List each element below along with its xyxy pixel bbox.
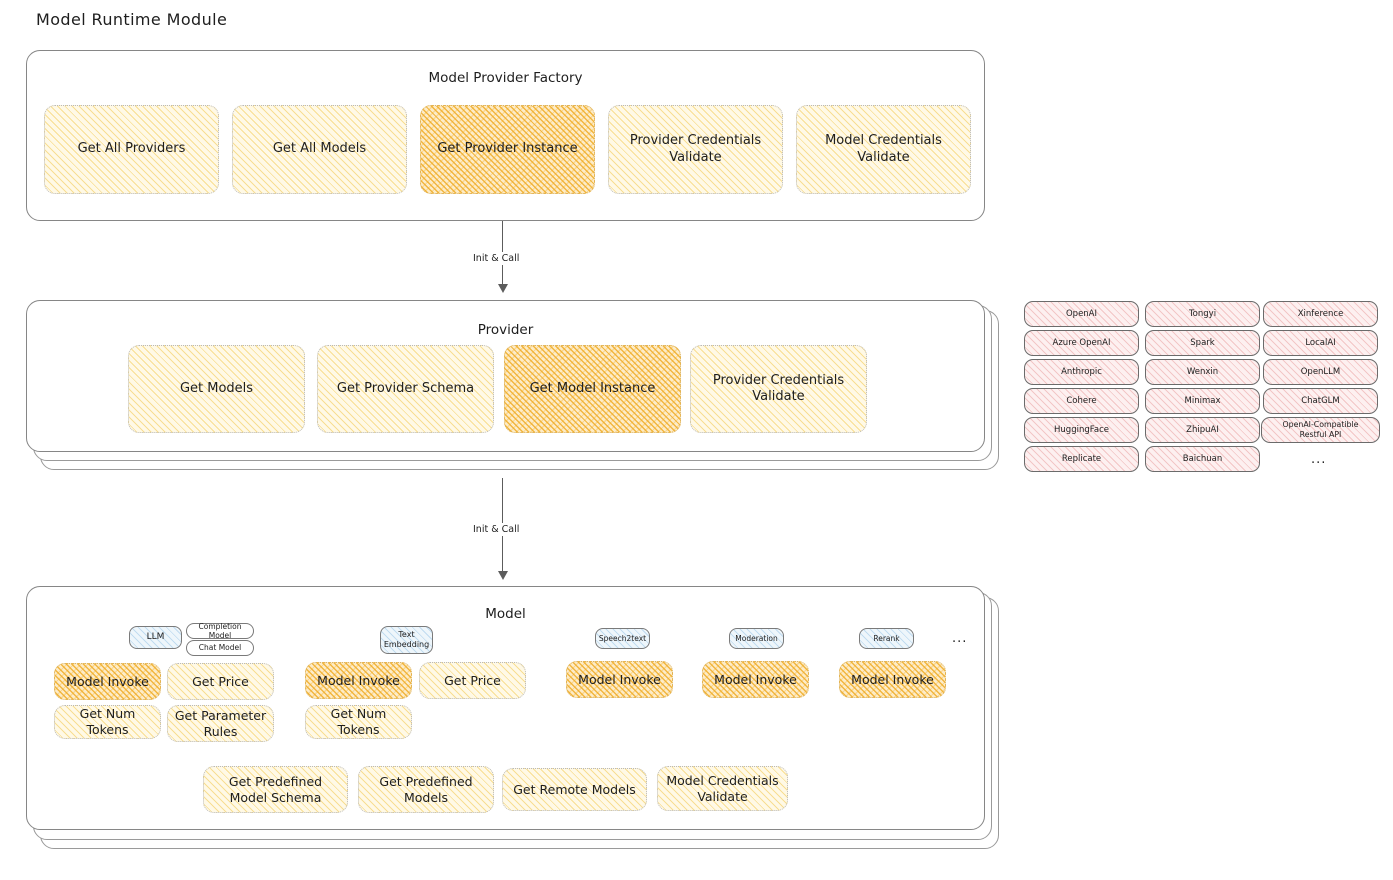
provider-chip-huggingface[interactable]: HuggingFace bbox=[1024, 417, 1139, 443]
provider-chip-openai-compatible-restful-api[interactable]: OpenAI-Compatible Restful API bbox=[1261, 417, 1380, 443]
provider-chip-spark[interactable]: Spark bbox=[1145, 330, 1260, 356]
provider-chip-azure-openai[interactable]: Azure OpenAI bbox=[1024, 330, 1139, 356]
model-type-tag-rerank[interactable]: Rerank bbox=[859, 628, 914, 649]
model-provider-factory-title: Model Provider Factory bbox=[428, 70, 583, 86]
provider-chip-zhipuai[interactable]: ZhipuAI bbox=[1145, 417, 1260, 443]
node-llm-get-price[interactable]: Get Price bbox=[167, 663, 274, 700]
model-subtag-completion-model[interactable]: Completion Model bbox=[186, 622, 254, 640]
model-type-tag-speech2text[interactable]: Speech2text bbox=[595, 628, 650, 649]
provider-chip-openllm[interactable]: OpenLLM bbox=[1263, 359, 1378, 385]
node-get-provider-instance[interactable]: Get Provider Instance bbox=[420, 105, 595, 194]
node-get-remote-models[interactable]: Get Remote Models bbox=[502, 768, 647, 811]
arrow-provider-to-model-head bbox=[498, 571, 508, 580]
node-text-embedding-get-num-tokens[interactable]: Get Num Tokens bbox=[305, 705, 412, 739]
provider-chip-xinference[interactable]: Xinference bbox=[1263, 301, 1378, 327]
provider-chip-replicate[interactable]: Replicate bbox=[1024, 446, 1139, 472]
arrow-factory-to-provider-label: Init & Call bbox=[470, 252, 523, 265]
provider-chip-baichuan[interactable]: Baichuan bbox=[1145, 446, 1260, 472]
node-get-all-models[interactable]: Get All Models bbox=[232, 105, 407, 194]
node-llm-get-parameter-rules[interactable]: Get Parameter Rules bbox=[167, 705, 274, 742]
page-title: Model Runtime Module bbox=[36, 10, 228, 29]
node-llm-get-num-tokens[interactable]: Get Num Tokens bbox=[54, 705, 161, 739]
node-moderation-model-invoke[interactable]: Model Invoke bbox=[702, 661, 809, 698]
model-title: Model bbox=[485, 606, 526, 622]
provider-chip-wenxin[interactable]: Wenxin bbox=[1145, 359, 1260, 385]
node-get-provider-schema[interactable]: Get Provider Schema bbox=[317, 345, 494, 433]
arrow-factory-to-provider-head bbox=[498, 284, 508, 293]
node-get-predefined-models[interactable]: Get Predefined Models bbox=[358, 766, 494, 813]
model-subtag-chat-model[interactable]: Chat Model bbox=[186, 640, 254, 656]
model-type-tag-llm[interactable]: LLM bbox=[129, 626, 182, 649]
node-text-embedding-get-price[interactable]: Get Price bbox=[419, 662, 526, 699]
node-rerank-model-invoke[interactable]: Model Invoke bbox=[839, 661, 946, 698]
model-type-tag-moderation[interactable]: Moderation bbox=[729, 628, 784, 649]
provider-chip-anthropic[interactable]: Anthropic bbox=[1024, 359, 1139, 385]
provider-chip-localai[interactable]: LocalAI bbox=[1263, 330, 1378, 356]
provider-chip-chatglm[interactable]: ChatGLM bbox=[1263, 388, 1378, 414]
node-text-embedding-model-invoke[interactable]: Model Invoke bbox=[305, 662, 412, 699]
node-get-model-instance[interactable]: Get Model Instance bbox=[504, 345, 681, 433]
node-model-credentials-validate[interactable]: Model Credentials Validate bbox=[796, 105, 971, 194]
provider-chip-tongyi[interactable]: Tongyi bbox=[1145, 301, 1260, 327]
model-type-tag-text-embedding[interactable]: Text Embedding bbox=[380, 626, 433, 654]
node-get-predefined-model-schema[interactable]: Get Predefined Model Schema bbox=[203, 766, 348, 813]
node-provider-credentials-validate-2[interactable]: Provider Credentials Validate bbox=[690, 345, 867, 433]
node-model-credentials-validate-2[interactable]: Model Credentials Validate bbox=[657, 766, 788, 811]
provider-chip-openai[interactable]: OpenAI bbox=[1024, 301, 1139, 327]
arrow-provider-to-model-label: Init & Call bbox=[470, 523, 523, 536]
node-get-models[interactable]: Get Models bbox=[128, 345, 305, 433]
provider-list-more: ... bbox=[1311, 452, 1327, 467]
node-provider-credentials-validate[interactable]: Provider Credentials Validate bbox=[608, 105, 783, 194]
provider-title: Provider bbox=[477, 322, 534, 338]
provider-chip-minimax[interactable]: Minimax bbox=[1145, 388, 1260, 414]
provider-chip-cohere[interactable]: Cohere bbox=[1024, 388, 1139, 414]
node-llm-model-invoke[interactable]: Model Invoke bbox=[54, 663, 161, 700]
model-types-more: ... bbox=[952, 631, 968, 646]
node-speech2text-model-invoke[interactable]: Model Invoke bbox=[566, 661, 673, 698]
node-get-all-providers[interactable]: Get All Providers bbox=[44, 105, 219, 194]
